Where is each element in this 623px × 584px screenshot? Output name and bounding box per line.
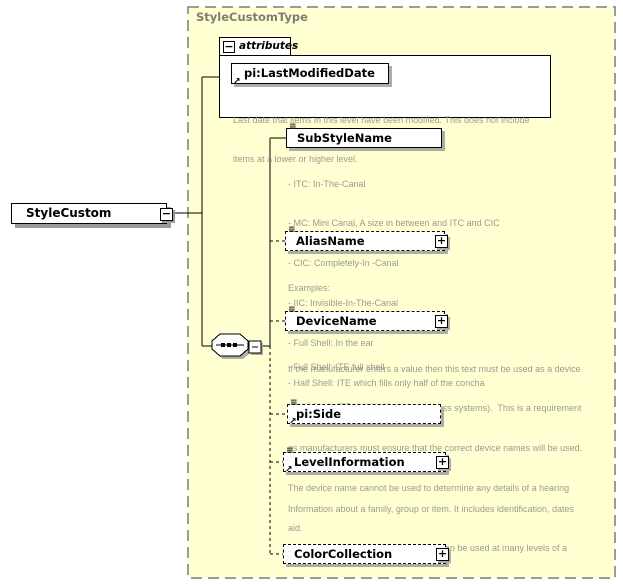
annotation-substylename: - ITC: In-The-Canal - MC: Mini Canal, A … <box>288 178 500 389</box>
expand-icon[interactable]: + <box>436 455 449 469</box>
element-levelinformation[interactable]: ≡ ↗ LevelInformation + <box>283 447 449 475</box>
attributes-group-header[interactable]: − attributes <box>219 37 298 56</box>
content-lines-icon: ≡ <box>288 305 296 315</box>
connector-lines-solid <box>174 76 286 347</box>
element-substylename[interactable]: ≡ SubStyleName <box>286 123 442 148</box>
element-devicename[interactable]: ≡ DeviceName + <box>285 306 448 331</box>
element-label: LevelInformation <box>294 455 405 469</box>
attribute-label: pi:LastModifiedDate <box>244 66 375 80</box>
expand-icon[interactable]: + <box>435 234 448 248</box>
attribute-pi-lastmodifieddate[interactable]: ↗ pi:LastModifiedDate <box>231 63 389 87</box>
content-lines-icon: ≡ <box>286 446 294 456</box>
attributes-label: attributes <box>239 40 299 52</box>
connector-lines-dashed <box>269 240 287 555</box>
reference-icon: ↗ <box>285 465 293 475</box>
reference-icon: ↗ <box>233 77 241 87</box>
content-lines-icon: ≡ <box>289 122 297 132</box>
content-lines-icon: ≡ <box>288 225 296 235</box>
element-label: pi:Side <box>296 407 342 421</box>
element-pi-side[interactable]: ≡ ↗ pi:Side <box>287 399 441 427</box>
annotation-pi-lastmodifieddate: Last date that items in this level have … <box>233 114 530 165</box>
element-aliasname[interactable]: ≡ AliasName + <box>285 226 448 251</box>
content-lines-icon: ≡ <box>290 398 298 408</box>
collapse-icon[interactable]: − <box>160 207 173 221</box>
collapse-icon[interactable]: − <box>223 40 235 53</box>
annotation-levelinformation: Information about a family, group or ite… <box>288 503 574 584</box>
element-label: SubStyleName <box>297 131 392 145</box>
element-colorcollection[interactable]: ColorCollection + <box>283 544 449 564</box>
expand-icon[interactable]: + <box>435 314 448 328</box>
element-label: AliasName <box>296 234 365 248</box>
element-label: DeviceName <box>296 314 377 328</box>
sequence-compositor-icon[interactable] <box>211 333 263 359</box>
reference-icon: ↗ <box>289 417 297 427</box>
expand-icon[interactable]: + <box>436 547 449 561</box>
element-label: ColorCollection <box>294 547 393 561</box>
type-container-title: StyleCustomType <box>196 10 308 24</box>
element-label: StyleCustom <box>26 206 112 220</box>
element-stylecustom[interactable]: StyleCustom − <box>11 203 173 224</box>
